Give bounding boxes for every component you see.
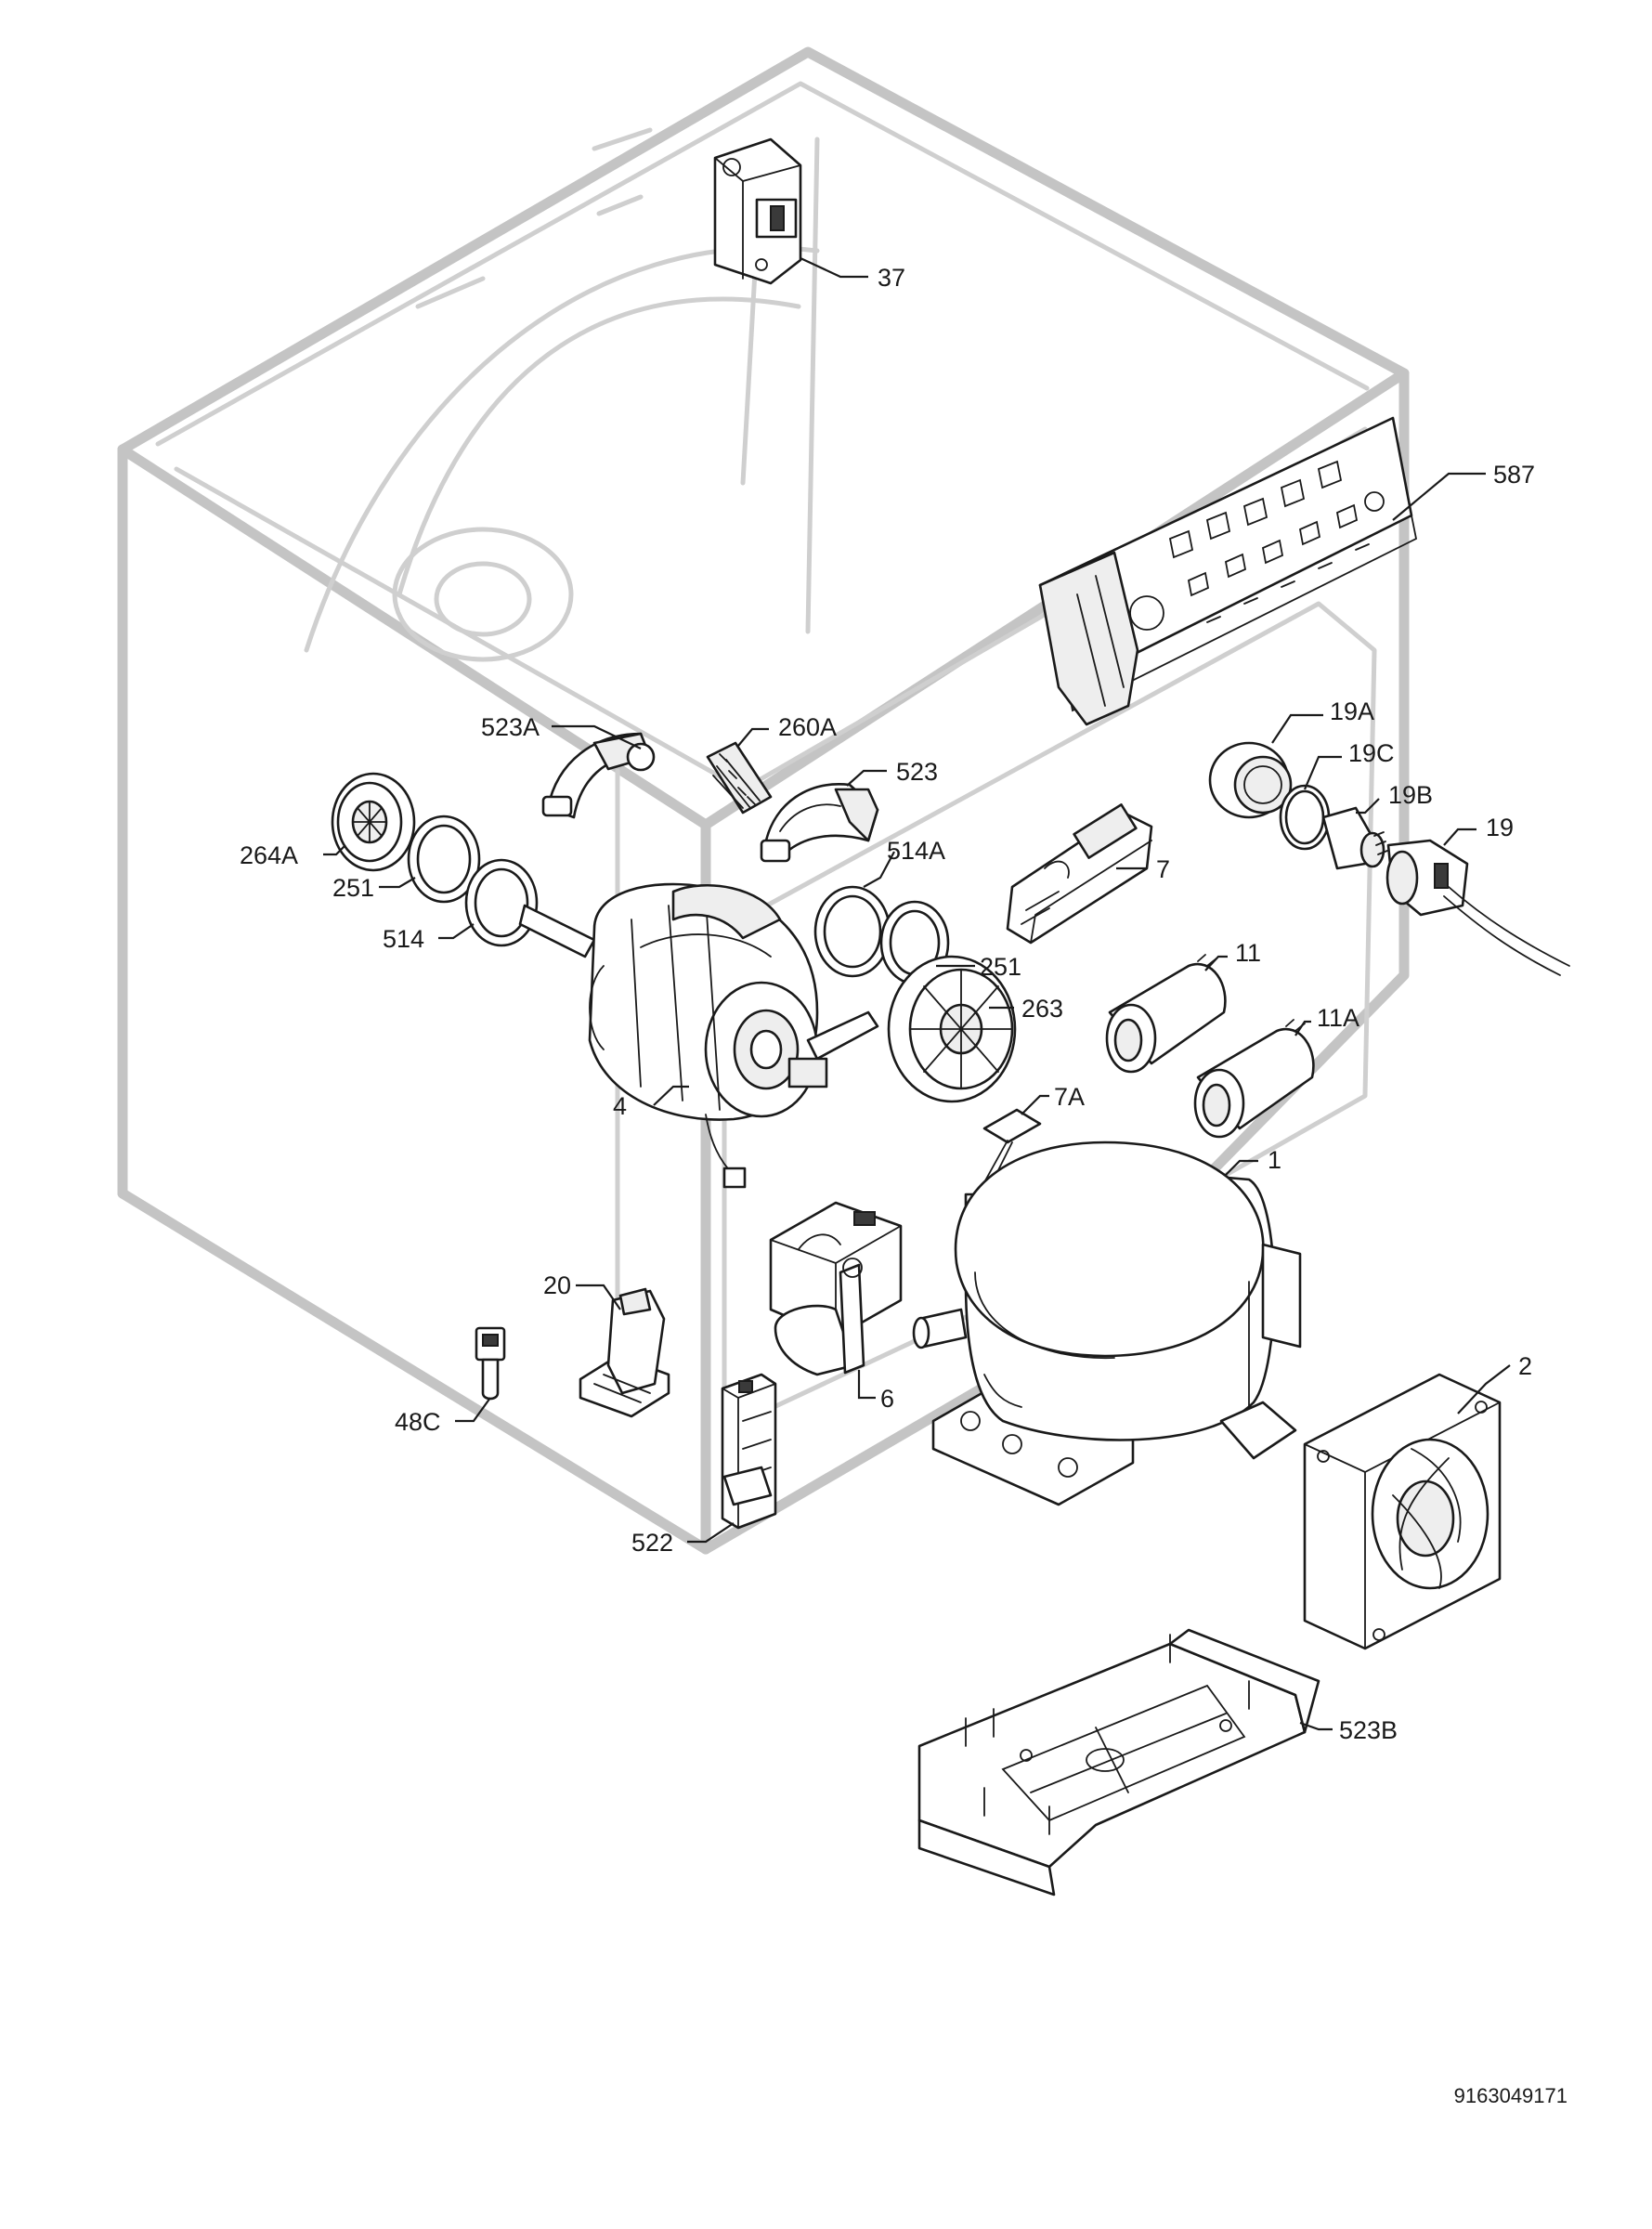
- label-19: 19: [1486, 814, 1514, 841]
- label-11A: 11A: [1317, 1004, 1359, 1032]
- part-514-ring: [464, 858, 539, 947]
- part-263-pulley: [887, 955, 1017, 1103]
- label-11: 11: [1235, 939, 1261, 967]
- part-20-latch: [579, 1287, 670, 1418]
- part-4-motor: [518, 882, 879, 1189]
- label-2: 2: [1518, 1352, 1532, 1380]
- document-number: 9163049171: [1453, 2084, 1567, 2107]
- label-523A: 523A: [481, 713, 540, 741]
- leader-lines: [323, 257, 1511, 1731]
- label-19C: 19C: [1348, 739, 1395, 767]
- part-19C-seal: [1279, 784, 1331, 851]
- part-37-switch: [713, 137, 802, 285]
- part-7-bracket: [1006, 803, 1153, 945]
- label-251-left: 251: [332, 874, 374, 902]
- part-260A-brush: [706, 741, 773, 815]
- label-522: 522: [631, 1529, 673, 1557]
- part-523-bracket: [760, 783, 879, 863]
- label-260A: 260A: [778, 713, 837, 741]
- part-labels: 37 587 523A 260A 523 264A 251 514 514A 2…: [240, 264, 1535, 1744]
- part-1-compressor: [912, 1141, 1302, 1506]
- label-37: 37: [878, 264, 905, 292]
- part-251-ring-left: [407, 815, 481, 904]
- part-19A-housing: [1208, 741, 1293, 819]
- label-251-right: 251: [980, 953, 1021, 981]
- part-11-capacitor: [1105, 954, 1227, 1074]
- label-523: 523: [896, 758, 938, 786]
- part-264A-pulley: [331, 772, 416, 872]
- part-587-control-board: [1038, 416, 1418, 726]
- label-514A: 514A: [887, 837, 945, 865]
- part-523B-base-plate: [917, 1628, 1320, 1897]
- label-19A: 19A: [1330, 697, 1374, 725]
- part-6-pump: [769, 1201, 903, 1376]
- label-523B: 523B: [1339, 1716, 1398, 1744]
- label-7A: 7A: [1054, 1083, 1085, 1111]
- label-4: 4: [613, 1092, 627, 1120]
- label-514: 514: [383, 925, 424, 953]
- part-48C-connector: [475, 1326, 506, 1401]
- part-11A-capacitor: [1193, 1019, 1315, 1139]
- part-19B-sensor: [1321, 806, 1388, 870]
- part-522-lock: [721, 1373, 777, 1530]
- label-1: 1: [1268, 1146, 1281, 1174]
- label-263: 263: [1021, 995, 1063, 1023]
- label-587: 587: [1493, 461, 1535, 489]
- part-523A-bracket: [541, 732, 656, 819]
- label-6: 6: [880, 1385, 894, 1413]
- label-48C: 48C: [395, 1408, 441, 1436]
- part-2-fan: [1303, 1373, 1502, 1650]
- label-264A: 264A: [240, 841, 298, 869]
- label-20: 20: [543, 1271, 571, 1299]
- label-7: 7: [1156, 855, 1170, 883]
- part-19-sensor-cable: [1385, 839, 1570, 976]
- part-514A-ring: [813, 885, 891, 978]
- label-19B: 19B: [1388, 781, 1433, 809]
